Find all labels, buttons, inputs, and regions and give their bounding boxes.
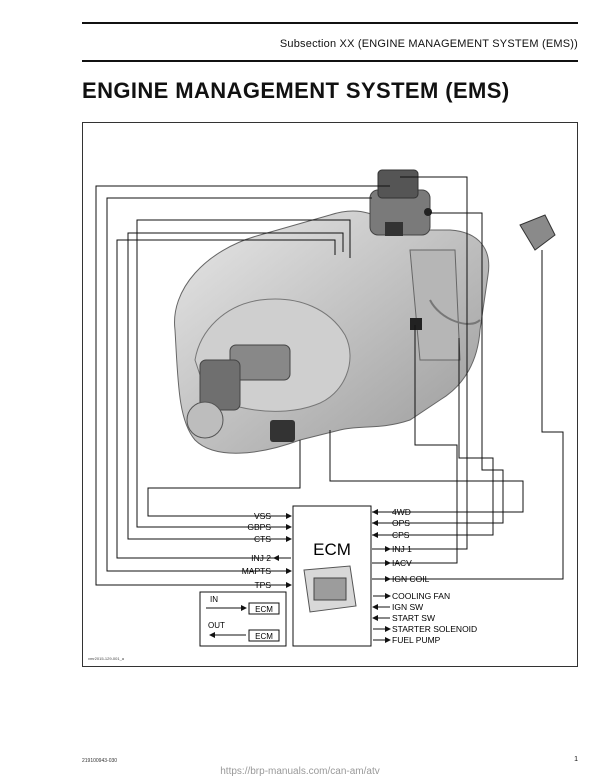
ecm-module: ECM	[292, 505, 372, 647]
signal-inj1: INJ 1	[392, 544, 412, 554]
signal-iacv: IACV	[392, 558, 412, 568]
signal-ign-coil: IGN COIL	[392, 574, 430, 584]
ecm-label: ECM	[313, 540, 351, 559]
signal-ops: OPS	[392, 518, 410, 528]
legend-ecm-in: ECM	[255, 605, 273, 614]
signal-ign-sw: IGN SW	[392, 602, 423, 612]
page-title: ENGINE MANAGEMENT SYSTEM (EMS)	[82, 78, 510, 103]
header-rule-top	[82, 22, 578, 24]
ecm-unit-illustration	[303, 565, 357, 613]
subsection-header: Subsection XX (ENGINE MANAGEMENT SYSTEM …	[279, 38, 578, 50]
signal-4wd: 4WD	[392, 507, 411, 517]
signal-start-sw: START SW	[392, 613, 435, 623]
signal-inj2: INJ 2	[251, 553, 271, 563]
right-signals: 4WD OPS CPS INJ 1 IACV IGN COIL COOLING …	[372, 507, 477, 645]
legend-in-label: IN	[210, 595, 218, 604]
legend-ecm-out: ECM	[255, 632, 273, 641]
signal-tps: TPS	[254, 580, 271, 590]
signal-starter-solenoid: STARTER SOLENOID	[392, 624, 477, 634]
signal-vss: VSS	[254, 511, 271, 521]
wiring-lines	[95, 176, 564, 586]
signal-fuel-pump: FUEL PUMP	[392, 635, 441, 645]
signal-cooling-fan: COOLING FAN	[392, 591, 450, 601]
page-number: 1	[574, 756, 578, 763]
signal-mapts: MAPTS	[242, 566, 272, 576]
legend-box: IN ECM OUT ECM	[199, 591, 287, 647]
left-signals: VSS GBPS CTS INJ 2 MAPTS TPS	[242, 511, 292, 590]
signal-cps: CPS	[392, 530, 410, 540]
signal-gbps: GBPS	[247, 522, 271, 532]
engine-illustration	[174, 169, 556, 454]
ems-figure	[82, 122, 578, 667]
source-url[interactable]: https://brp-manuals.com/can-am/atv	[220, 766, 380, 777]
legend-out-label: OUT	[208, 621, 225, 630]
header-rule-bottom	[82, 60, 578, 62]
doc-number: 219100943-030	[82, 758, 118, 764]
figure-code: vmr2015-129-001_a	[88, 656, 125, 661]
signal-cts: CTS	[254, 534, 271, 544]
